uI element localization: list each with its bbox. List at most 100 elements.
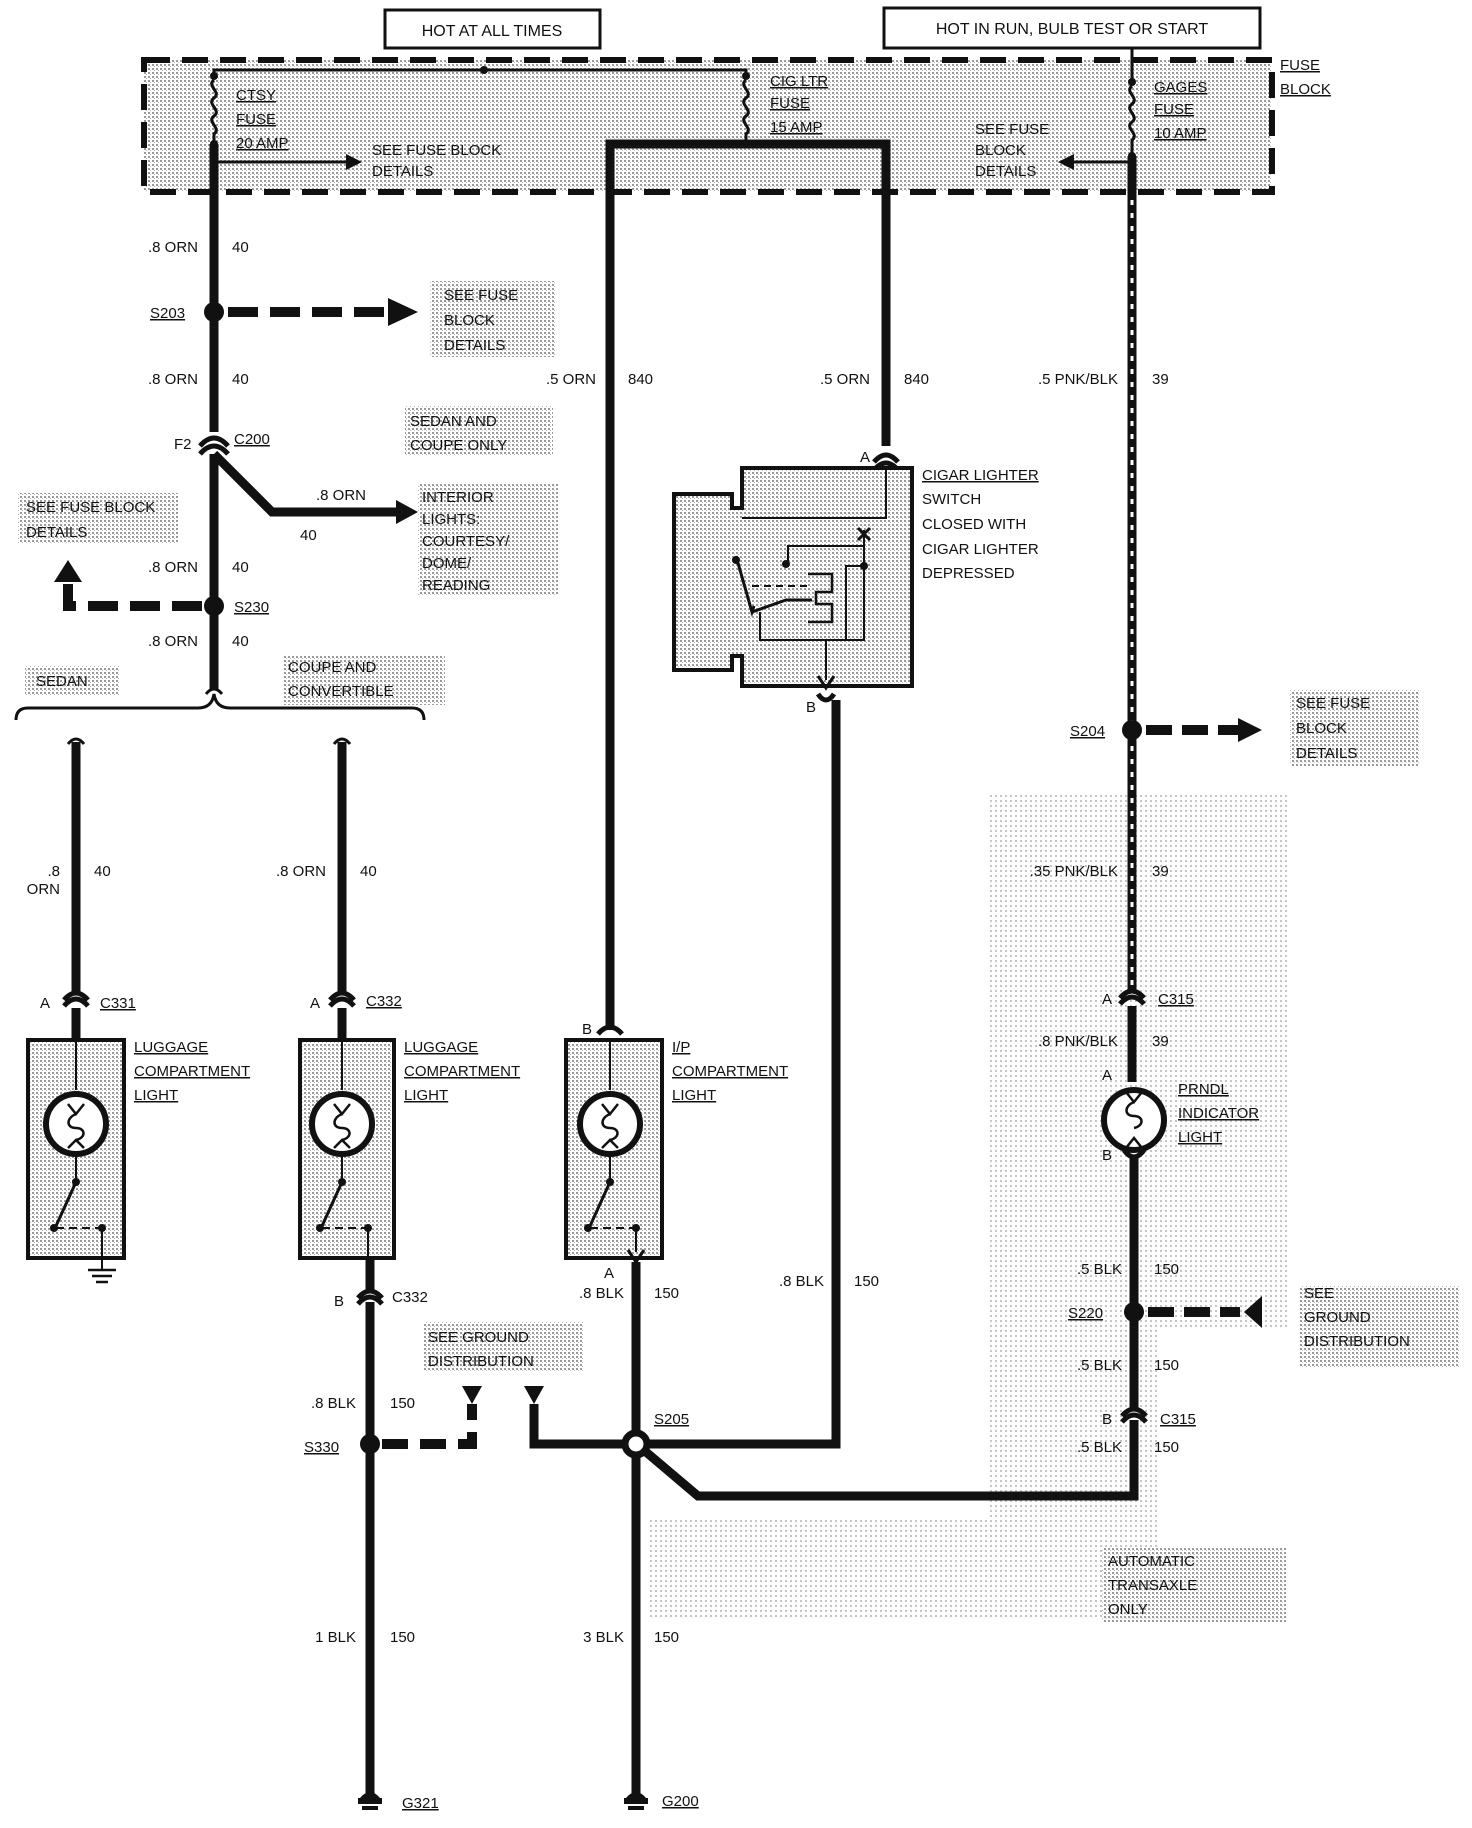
internal-wire (759, 540, 865, 641)
wire-label: 3 BLK (583, 1629, 624, 1646)
connector-pin: B (582, 1021, 592, 1038)
note-see-ground: SEE (1304, 1285, 1334, 1302)
wire-circuit: 40 (232, 371, 249, 388)
wire-blk-150 (643, 1420, 1139, 1501)
hot-at-all-times-box (383, 8, 602, 50)
dashed-arrowhead (388, 298, 418, 326)
prndl-connector-b-icon (1121, 1148, 1147, 1160)
bulb-icon (577, 1091, 643, 1157)
wire-circuit: 150 (390, 1629, 415, 1646)
wire-circuit: 40 (360, 863, 377, 880)
wire-circuit: 150 (654, 1629, 679, 1646)
switch-blade (734, 555, 812, 618)
bulb-filament (67, 1103, 85, 1149)
internal-wire (845, 565, 864, 640)
wire-label: .8 BLK (579, 1285, 624, 1302)
bulb-filament (601, 1103, 619, 1149)
switch-contact (316, 1224, 324, 1232)
connector-label: C315 (1158, 991, 1194, 1008)
gages-fuse-label: 10 AMP (1154, 125, 1207, 142)
note-see-ground: GROUND (1304, 1309, 1371, 1326)
note-auto-trans: AUTOMATIC (1108, 1553, 1195, 1570)
connector-label: C331 (100, 995, 136, 1012)
splice-label: S204 (1070, 723, 1105, 740)
component-label: PRNDL (1178, 1081, 1229, 1098)
splice-s220 (1124, 1302, 1144, 1322)
connector-arc (66, 737, 86, 745)
wire-circuit: 40 (300, 527, 317, 544)
heating-element-icon (808, 572, 834, 624)
component-label: LIGHT (404, 1087, 448, 1104)
component-label: I/P (672, 1039, 690, 1056)
note-shade (18, 493, 178, 543)
dashed-ground-path (382, 1404, 477, 1449)
connector-arc (332, 737, 352, 745)
wire-label: ORN (27, 881, 60, 898)
wire-circuit: 840 (904, 371, 929, 388)
c315-connector-icon (1118, 994, 1146, 1006)
wire-circuit: 40 (232, 559, 249, 576)
wire-label: .8 PNK/BLK (1038, 1033, 1118, 1050)
internal-wire (787, 530, 865, 564)
switch-contact (782, 560, 790, 568)
switch-contact (732, 556, 740, 564)
bulb-filament (333, 1103, 351, 1149)
connector-label: C315 (1160, 1411, 1196, 1428)
switch-blade (54, 1181, 78, 1227)
bus-node (742, 72, 750, 80)
splice-s230 (204, 596, 224, 616)
connector-pin: B (806, 699, 816, 716)
c200-connector-icon (198, 443, 230, 456)
note-sedan: SEDAN (36, 673, 88, 690)
ground-path (529, 1404, 626, 1449)
wire-label: .8 ORN (148, 371, 198, 388)
note-see-fuse: DETAILS (1296, 745, 1357, 762)
wire-circuit: 150 (654, 1285, 679, 1302)
cigar-lighter-body (672, 466, 914, 688)
component-label: LUGGAGE (134, 1039, 208, 1056)
see-fuse-arrowhead (346, 154, 362, 170)
note-see-fuse-left: DETAILS (26, 524, 87, 541)
component-label: LIGHT (1178, 1129, 1222, 1146)
note-shade (423, 1322, 583, 1372)
switch-blade (320, 1181, 344, 1227)
wire-label: .8 ORN (148, 633, 198, 650)
note-see-ground: DISTRIBUTION (428, 1353, 534, 1370)
splice-s203 (204, 302, 224, 322)
cigar-connector-b-icon (816, 675, 836, 691)
note-interior: INTERIOR (422, 489, 494, 506)
ground-dist-symbol (462, 1386, 482, 1404)
note-shade (1290, 690, 1420, 766)
wire-label: .8 BLK (311, 1395, 356, 1412)
wire-circuit: 39 (1152, 371, 1169, 388)
note-auto-trans: ONLY (1108, 1601, 1148, 1618)
connector-pin: B (1102, 1411, 1112, 1428)
wire-circuit: 150 (1154, 1357, 1179, 1374)
wire-label: .5 ORN (546, 371, 596, 388)
see-fuse-block-right: BLOCK (975, 142, 1026, 159)
see-fuse-block-right: SEE FUSE (975, 121, 1049, 138)
component-label: LIGHT (672, 1087, 716, 1104)
bulb-icon (309, 1091, 375, 1157)
ctsy-fuse-label: CTSY (236, 87, 276, 104)
wire-circuit: 150 (390, 1395, 415, 1412)
note-shade (1102, 1548, 1286, 1622)
note-see-fuse: DETAILS (444, 337, 505, 354)
internal-wire (742, 470, 887, 519)
wire-interior (210, 450, 398, 517)
c332-connector-icon (328, 996, 356, 1008)
prndl-bulb-icon (1101, 1087, 1167, 1153)
wire-label: .5 PNK/BLK (1038, 371, 1118, 388)
component-label: SWITCH (922, 491, 981, 508)
bus-node (480, 66, 488, 74)
hot-in-run-label: HOT IN RUN, BULB TEST OR START (936, 21, 1209, 38)
component-label: CIGAR LIGHTER (922, 467, 1039, 484)
wire-label: .8 ORN (148, 239, 198, 256)
wire-circuit: 40 (232, 239, 249, 256)
component-label: CIGAR LIGHTER (922, 541, 1039, 558)
c200-connector-icon (198, 435, 230, 448)
bus-node (210, 72, 218, 80)
connector-pin: F2 (174, 436, 192, 453)
ground-dist-symbol (524, 1386, 544, 1404)
fuse-block-border (141, 57, 1275, 195)
